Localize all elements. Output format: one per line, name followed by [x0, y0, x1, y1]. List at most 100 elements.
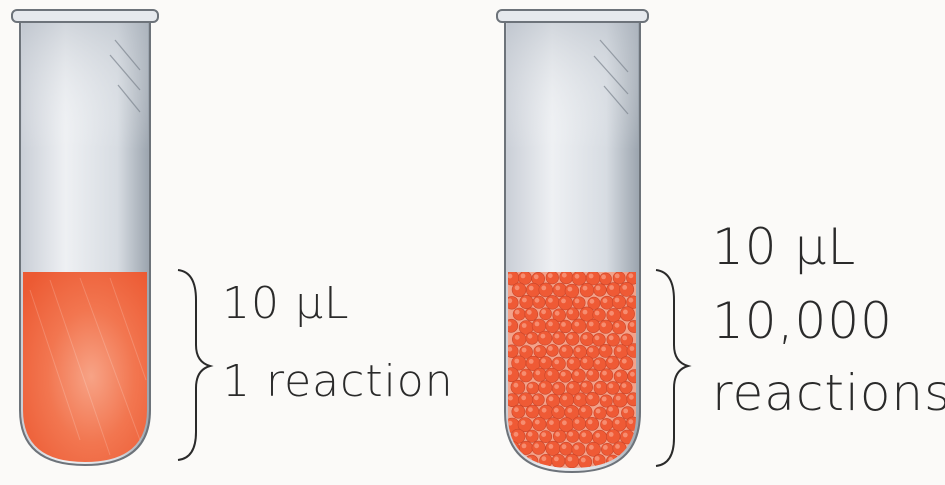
droplet-icon: [527, 382, 539, 394]
droplet-highlight: [528, 384, 533, 389]
droplet-icon: [572, 319, 586, 333]
droplet-icon: [532, 394, 544, 406]
droplet-highlight: [615, 444, 620, 449]
droplet-icon: [606, 356, 619, 369]
droplet-highlight: [569, 384, 574, 389]
droplet-highlight: [561, 322, 566, 327]
droplet-highlight: [522, 444, 527, 449]
droplet-highlight: [515, 335, 520, 340]
droplet-highlight: [622, 336, 627, 341]
droplet-highlight: [555, 432, 560, 437]
droplet-icon: [553, 430, 566, 443]
droplet-highlight: [575, 274, 580, 279]
droplet-highlight: [541, 334, 546, 339]
droplet-highlight: [554, 408, 559, 413]
droplet-highlight: [508, 396, 513, 401]
droplet-icon: [546, 319, 560, 333]
droplet-highlight: [581, 407, 586, 412]
droplet-highlight: [535, 370, 540, 375]
droplet-icon: [601, 418, 613, 430]
droplet-icon: [600, 369, 613, 382]
droplet-highlight: [534, 395, 539, 400]
droplet-icon: [552, 332, 565, 345]
right-test-tube-icon: [497, 10, 648, 472]
droplet-icon: [559, 320, 572, 333]
droplet-icon: [606, 381, 619, 394]
droplet-highlight: [615, 298, 620, 303]
droplet-highlight: [608, 407, 613, 412]
right-curly-brace-icon: [656, 270, 688, 466]
droplet-highlight: [554, 360, 559, 365]
droplet-highlight: [555, 334, 560, 339]
droplet-icon: [620, 381, 632, 393]
droplet-highlight: [514, 359, 519, 364]
droplet-icon: [586, 271, 600, 285]
droplet-icon: [545, 368, 559, 382]
droplet-icon: [512, 332, 526, 346]
droplet-highlight: [548, 298, 553, 303]
droplet-highlight: [581, 458, 586, 463]
droplet-highlight: [583, 286, 588, 291]
droplet-highlight: [548, 273, 553, 278]
droplet-highlight: [534, 443, 539, 448]
droplet-highlight: [568, 334, 573, 339]
droplet-icon: [546, 441, 560, 455]
droplet-icon: [613, 393, 627, 407]
droplet-highlight: [541, 383, 546, 388]
droplet-icon: [593, 358, 606, 371]
droplet-icon: [534, 345, 546, 357]
droplet-icon: [559, 345, 572, 358]
droplet-highlight: [568, 432, 573, 437]
droplet-highlight: [514, 383, 519, 388]
droplet-highlight: [589, 348, 594, 353]
droplet-highlight: [596, 286, 601, 291]
droplet-icon: [607, 283, 621, 297]
droplet-highlight: [609, 432, 614, 437]
droplet-highlight: [527, 310, 532, 315]
droplet-highlight: [554, 384, 559, 389]
droplet-highlight: [628, 419, 633, 424]
droplet-highlight: [522, 371, 527, 376]
droplet-highlight: [615, 274, 620, 279]
droplet-highlight: [609, 285, 614, 290]
droplet-highlight: [576, 347, 581, 352]
droplet-icon: [612, 321, 625, 334]
droplet-highlight: [568, 287, 573, 292]
droplet-highlight: [608, 358, 613, 363]
right-reaction-unit: reactions: [712, 368, 945, 418]
droplet-highlight: [508, 274, 513, 279]
droplet-icon: [540, 308, 552, 320]
droplet-highlight: [583, 310, 588, 315]
droplet-icon: [613, 272, 625, 284]
droplet-icon: [546, 344, 558, 356]
droplet-icon: [601, 296, 614, 309]
droplet-icon: [580, 356, 594, 370]
droplet-highlight: [568, 457, 573, 462]
droplet-highlight: [522, 348, 527, 353]
droplet-icon: [573, 393, 587, 407]
droplet-icon: [533, 296, 545, 308]
droplet-highlight: [622, 285, 627, 290]
droplet-highlight: [536, 347, 541, 352]
droplet-highlight: [561, 372, 566, 377]
droplet-icon: [553, 283, 567, 297]
droplet-highlight: [589, 445, 594, 450]
droplet-highlight: [562, 273, 567, 278]
droplet-highlight: [615, 420, 620, 425]
droplet-icon: [620, 307, 634, 321]
droplet-highlight: [561, 299, 566, 304]
droplet-highlight: [569, 359, 574, 364]
droplet-highlight: [609, 335, 614, 340]
droplet-icon: [599, 320, 612, 333]
droplet-highlight: [601, 347, 606, 352]
droplet-highlight: [615, 323, 620, 328]
droplet-icon: [546, 418, 560, 432]
droplet-highlight: [567, 408, 572, 413]
droplet-highlight: [576, 395, 581, 400]
droplet-icon: [606, 405, 618, 417]
left-tube-liquid: [23, 272, 147, 462]
droplet-highlight: [514, 407, 519, 412]
droplet-highlight: [602, 371, 607, 376]
droplet-icon: [567, 357, 580, 370]
droplet-icon: [566, 332, 579, 345]
